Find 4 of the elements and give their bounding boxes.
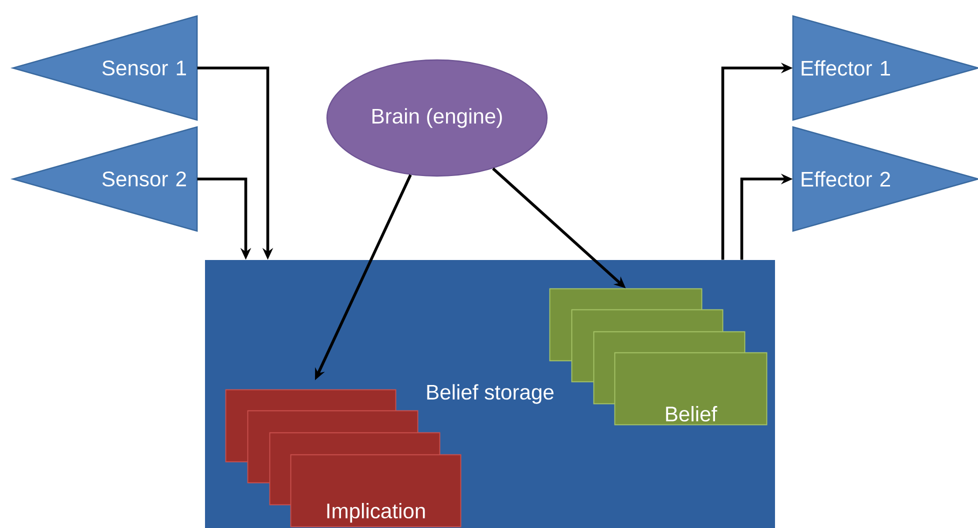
effector-triangle: Effector 1: [792, 15, 978, 121]
belief-card: Belief: [614, 352, 768, 426]
effector-triangle: Effector 2: [792, 126, 978, 232]
implication-card: Implication: [290, 454, 462, 528]
